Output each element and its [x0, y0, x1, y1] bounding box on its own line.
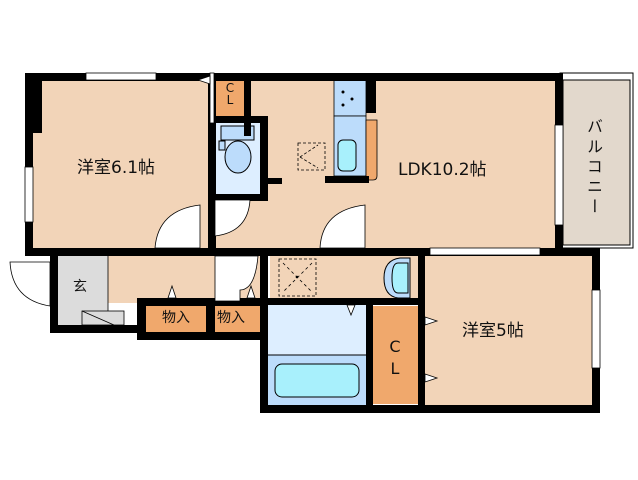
- stove: [333, 79, 367, 117]
- storage-1: [146, 305, 206, 332]
- washroom: [268, 305, 366, 355]
- toilet-bowl: [224, 140, 252, 174]
- room-label-balcony: バルコニー: [584, 118, 603, 218]
- room-label-western-2: 洋室5帖: [462, 321, 524, 341]
- shoe-box: [81, 310, 125, 326]
- windows: [24, 72, 601, 369]
- refrigerator-space: [297, 142, 326, 171]
- balcony-floor: [562, 79, 631, 246]
- bathtub: [274, 363, 360, 398]
- room-label-ldk: LDK10.2帖: [398, 160, 487, 180]
- doors: [9, 72, 366, 307]
- room-label-storage-2: 物入: [217, 310, 245, 326]
- room-label-storage-1: 物入: [162, 310, 190, 326]
- closet-2: [373, 306, 418, 404]
- storage-2: [215, 305, 260, 332]
- room-label-closet-2: CL: [389, 337, 401, 378]
- room-label-western-1: 洋室6.1帖: [77, 158, 156, 178]
- counter-side: [365, 119, 378, 181]
- room-label-entrance: 玄: [73, 279, 87, 295]
- toilet-lever: [218, 140, 226, 151]
- ldk-floor: [215, 80, 560, 248]
- room-label-closet-1: CL: [225, 81, 235, 107]
- sink: [337, 139, 357, 172]
- washing-machine-space: [278, 258, 317, 297]
- closet-1: [216, 80, 244, 116]
- room-western-2-floor: [425, 255, 592, 405]
